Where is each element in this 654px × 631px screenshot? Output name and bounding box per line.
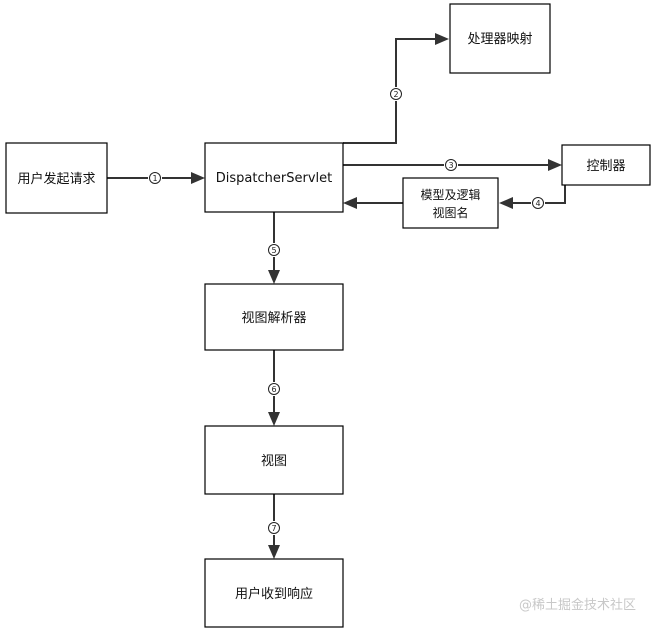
step-marker-2-label: 2 [393, 90, 398, 99]
node-user-response: 用户收到响应 [204, 558, 344, 628]
step-marker-5-label: 5 [271, 246, 276, 255]
node-model-view-label-line1: 模型及逻辑 [420, 188, 480, 202]
step-marker-1: 1 [148, 171, 162, 185]
node-controller: 控制器 [561, 144, 651, 186]
node-user-response-label: 用户收到响应 [235, 586, 313, 602]
node-user-request: 用户发起请求 [5, 142, 108, 214]
node-dispatcher-servlet-label: DispatcherServlet [216, 171, 332, 186]
node-view-resolver: 视图解析器 [204, 283, 344, 351]
step-marker-4: 4 [531, 196, 545, 210]
node-dispatcher-servlet: DispatcherServlet [204, 142, 344, 213]
step-marker-6: 6 [267, 382, 281, 396]
node-handler-mapping-label: 处理器映射 [467, 31, 532, 47]
edge-view-to-user-response [268, 494, 280, 559]
step-marker-4-label: 4 [535, 199, 540, 208]
watermark-text: @稀土掘金技术社区 [518, 598, 636, 613]
step-marker-2: 2 [389, 87, 403, 101]
step-marker-7: 7 [267, 521, 281, 535]
edge-model-view-to-dispatcher [343, 197, 403, 209]
step-marker-1-label: 1 [152, 174, 157, 183]
step-marker-7-label: 7 [271, 524, 276, 533]
edge-dispatcher-to-view-resolver [268, 212, 280, 284]
node-handler-mapping: 处理器映射 [449, 3, 551, 74]
step-marker-3-label: 3 [448, 161, 453, 170]
step-marker-3: 3 [444, 158, 458, 172]
node-view-resolver-label: 视图解析器 [241, 311, 306, 326]
node-controller-label: 控制器 [586, 159, 625, 174]
node-view: 视图 [204, 425, 344, 495]
edge-controller-to-model-view [499, 185, 566, 209]
step-marker-5: 5 [267, 243, 281, 257]
node-user-request-label: 用户发起请求 [17, 171, 95, 187]
node-view-label: 视图 [261, 454, 287, 469]
node-model-view-label-line2: 视图名 [432, 205, 468, 220]
step-marker-6-label: 6 [271, 385, 276, 394]
node-model-view-name: 模型及逻辑 视图名 [402, 177, 499, 229]
